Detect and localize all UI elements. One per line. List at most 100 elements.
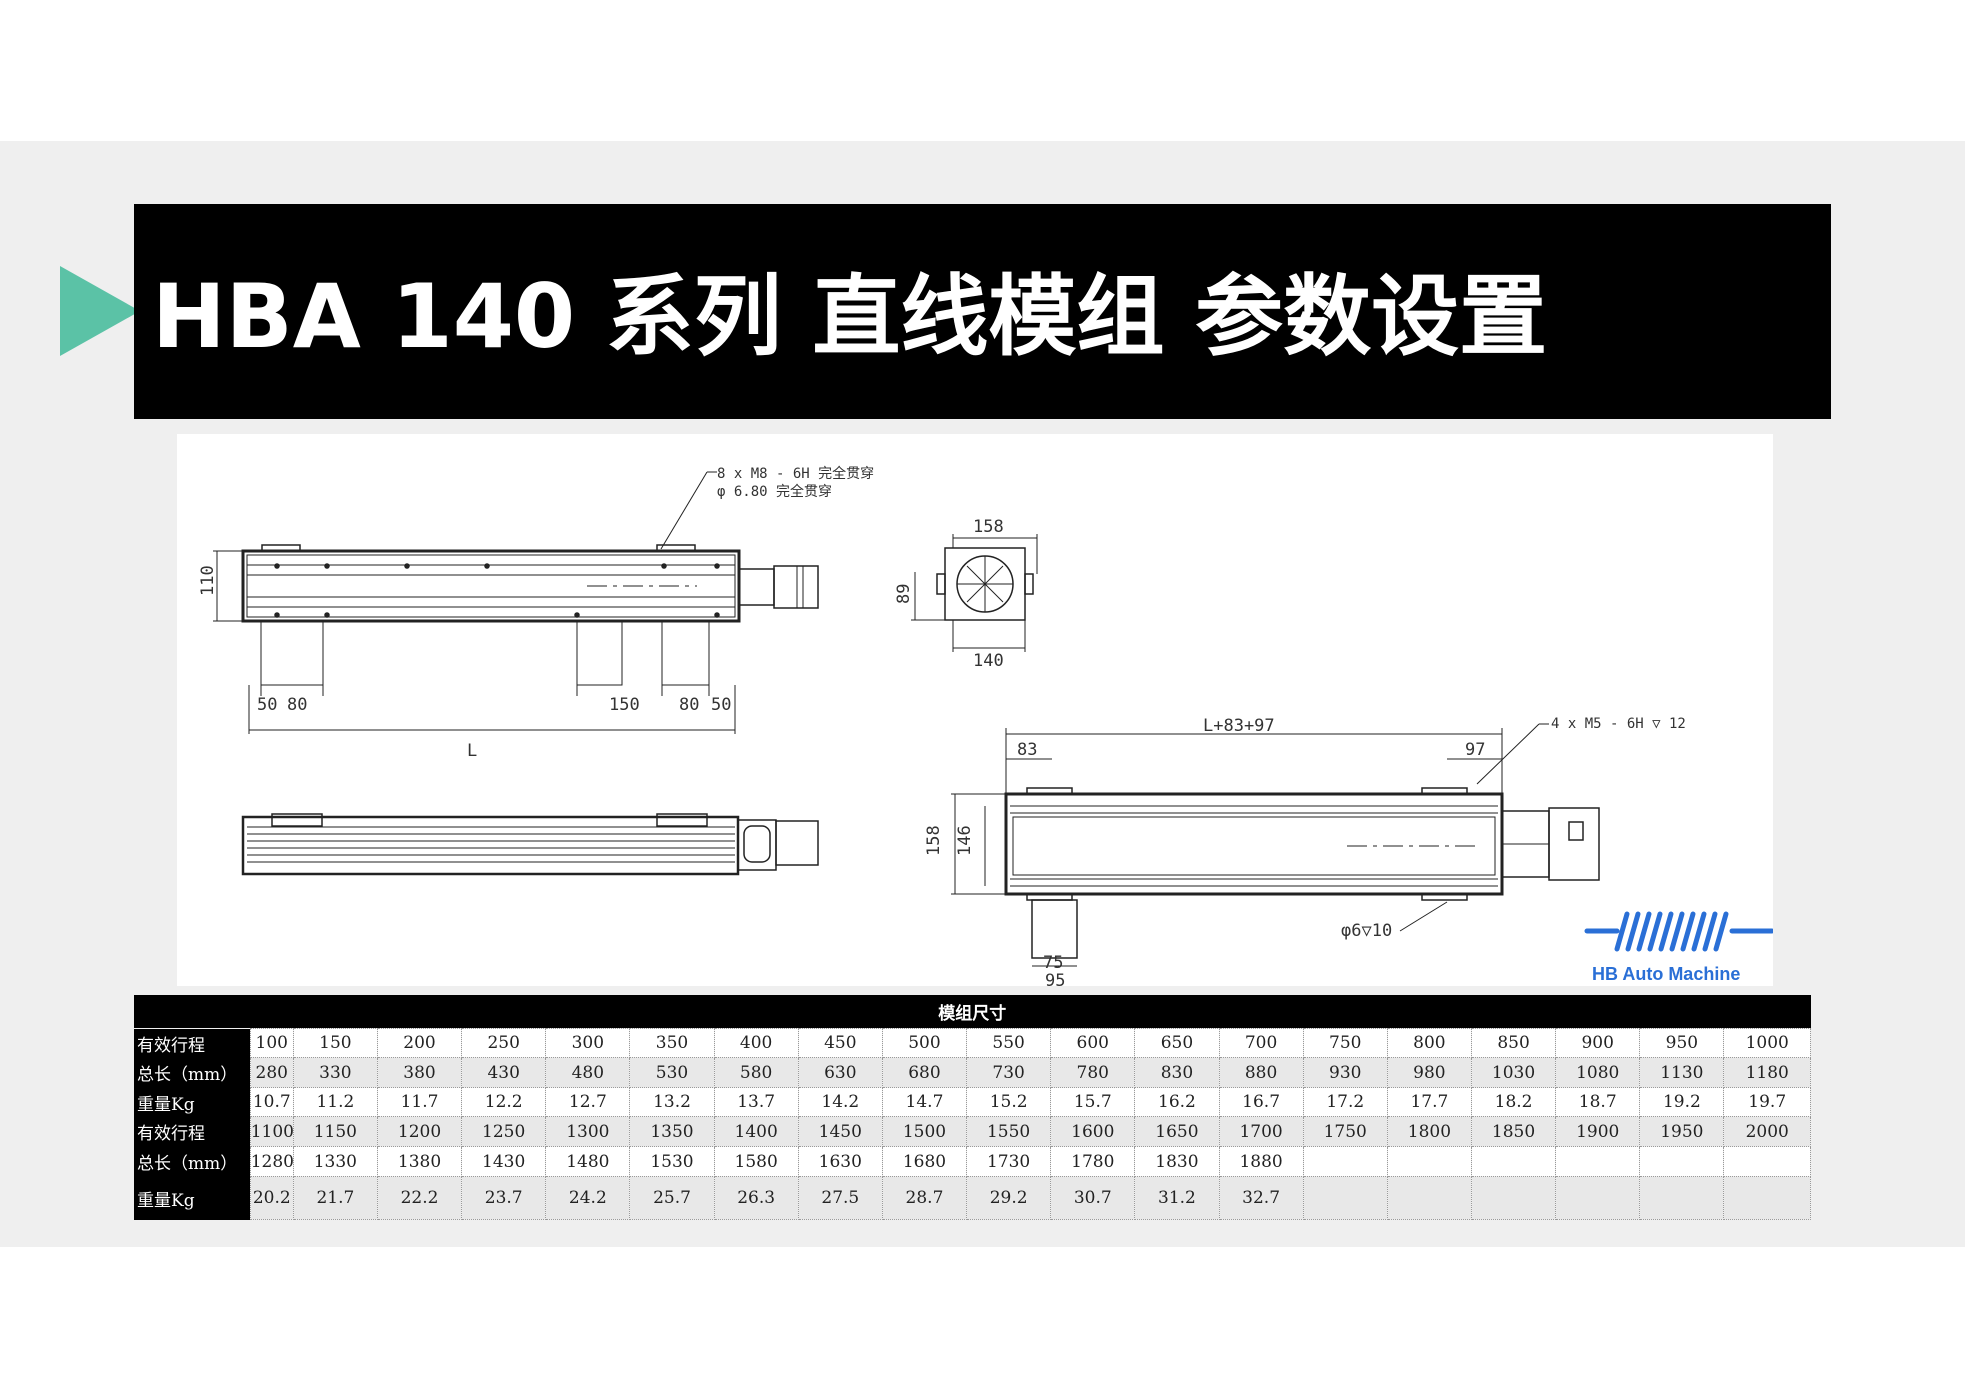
- table-cell: [1470, 1146, 1557, 1177]
- table-cell: [1386, 1146, 1472, 1177]
- table-cell: [1470, 1176, 1557, 1220]
- dim-146: 146: [955, 825, 975, 856]
- dim-95: 95: [1045, 971, 1065, 986]
- table-cell: 24.2: [545, 1176, 631, 1220]
- play-arrow-icon: [60, 266, 140, 356]
- table-cell: 18.2: [1470, 1087, 1557, 1117]
- table-cell: 1650: [1134, 1116, 1220, 1147]
- dim-83: 83: [1017, 740, 1037, 760]
- dim-80-right: 80: [679, 695, 699, 715]
- table-cell: 530: [629, 1057, 715, 1088]
- table-cell: 1600: [1050, 1116, 1136, 1147]
- table-cell: 21.7: [292, 1176, 378, 1220]
- table-cell: [1302, 1146, 1388, 1177]
- dim-50-right: 50: [711, 695, 731, 715]
- table-cell: 480: [545, 1057, 631, 1088]
- table-cell: 1130: [1639, 1057, 1725, 1088]
- table-cell: 330: [292, 1057, 378, 1088]
- table-cell: 550: [966, 1028, 1052, 1058]
- table-cell: 30.7: [1050, 1176, 1136, 1220]
- table-cell: 32.7: [1218, 1176, 1304, 1220]
- table-cell: 1030: [1470, 1057, 1557, 1088]
- table-cell: 280: [249, 1057, 294, 1088]
- table-header: 模组尺寸: [134, 995, 1811, 1029]
- table-cell: 100: [249, 1028, 294, 1058]
- table-cell: 15.2: [966, 1087, 1052, 1117]
- dim-80-left: 80: [287, 695, 307, 715]
- table-cell: 1380: [376, 1146, 463, 1177]
- table-cell: 1730: [966, 1146, 1052, 1177]
- table-cell: 750: [1302, 1028, 1388, 1058]
- table-cell: 1200: [376, 1116, 463, 1147]
- dim-total: L+83+97: [1203, 716, 1275, 736]
- top-holes-callout-2: φ 6.80 完全贯穿: [717, 483, 832, 500]
- table-cell: 17.7: [1386, 1087, 1472, 1117]
- table-cell: 380: [376, 1057, 463, 1088]
- table-cell: 1550: [966, 1116, 1052, 1147]
- table-cell: 1580: [713, 1146, 799, 1177]
- table-cell: 1630: [797, 1146, 883, 1177]
- dim-75: 75: [1043, 953, 1063, 973]
- table-cell: 1450: [797, 1116, 883, 1147]
- table-cell: 1180: [1723, 1057, 1811, 1088]
- row-label: 有效行程: [134, 1116, 251, 1147]
- table-cell: 600: [1050, 1028, 1136, 1058]
- table-cell: 14.2: [797, 1087, 883, 1117]
- table-cell: 27.5: [797, 1176, 883, 1220]
- table-cell: 1330: [292, 1146, 378, 1177]
- table-cell: 1850: [1470, 1116, 1557, 1147]
- table-cell: 1300: [545, 1116, 631, 1147]
- table-cell: 10.7: [249, 1087, 294, 1117]
- table-cell: 1080: [1555, 1057, 1641, 1088]
- table-cell: 580: [713, 1057, 799, 1088]
- table-cell: 28.7: [881, 1176, 968, 1220]
- end-view: [911, 534, 1038, 652]
- dim-89: 89: [894, 584, 914, 604]
- table-cell: 22.2: [376, 1176, 463, 1220]
- table-cell: 1000: [1723, 1028, 1811, 1058]
- table-cell: 1280: [249, 1146, 294, 1177]
- pin-hole-callout: φ6▽10: [1341, 921, 1392, 941]
- table-cell: 1700: [1218, 1116, 1304, 1147]
- logo-text: HB Auto Machine: [1592, 964, 1740, 984]
- table-cell: 13.2: [629, 1087, 715, 1117]
- table-cell: 1830: [1134, 1146, 1220, 1177]
- dim-150: 150: [609, 695, 640, 715]
- table-cell: 19.2: [1639, 1087, 1725, 1117]
- table-cell: 250: [461, 1028, 547, 1058]
- table-cell: 1530: [629, 1146, 715, 1177]
- table-cell: 1950: [1639, 1116, 1725, 1147]
- dim-110: 110: [198, 565, 218, 596]
- table-cell: 15.7: [1050, 1087, 1136, 1117]
- table-cell: [1723, 1176, 1811, 1220]
- table-cell: [1639, 1176, 1725, 1220]
- top-view: [213, 471, 819, 734]
- dim-L: L: [467, 741, 477, 761]
- dim-50-left: 50: [257, 695, 277, 715]
- table-cell: [1639, 1146, 1725, 1177]
- table-cell: 25.7: [629, 1176, 715, 1220]
- drawing-canvas: 8 x M8 - 6H 完全贯穿 φ 6.80 完全贯穿 110 50 80 1…: [198, 465, 1773, 986]
- row-label: 重量Kg: [134, 1176, 251, 1220]
- table-cell: 20.2: [249, 1176, 294, 1220]
- table-cell: 950: [1639, 1028, 1725, 1058]
- table-cell: 1400: [713, 1116, 799, 1147]
- table-cell: 780: [1050, 1057, 1136, 1088]
- table-cell: 2000: [1723, 1116, 1811, 1147]
- table-cell: 1780: [1050, 1146, 1136, 1177]
- table-cell: 18.7: [1555, 1087, 1641, 1117]
- table-cell: 150: [292, 1028, 378, 1058]
- table-cell: 350: [629, 1028, 715, 1058]
- table-cell: 730: [966, 1057, 1052, 1088]
- table-cell: 31.2: [1134, 1176, 1220, 1220]
- table-cell: 450: [797, 1028, 883, 1058]
- table-cell: 200: [376, 1028, 463, 1058]
- table-cell: [1723, 1146, 1811, 1177]
- technical-drawing: 8 x M8 - 6H 完全贯穿 φ 6.80 完全贯穿 110 50 80 1…: [177, 434, 1773, 986]
- table-cell: 700: [1218, 1028, 1304, 1058]
- page-title: HBA 140 系列 直线模组 参数设置: [152, 265, 1548, 368]
- table-cell: 1880: [1218, 1146, 1304, 1177]
